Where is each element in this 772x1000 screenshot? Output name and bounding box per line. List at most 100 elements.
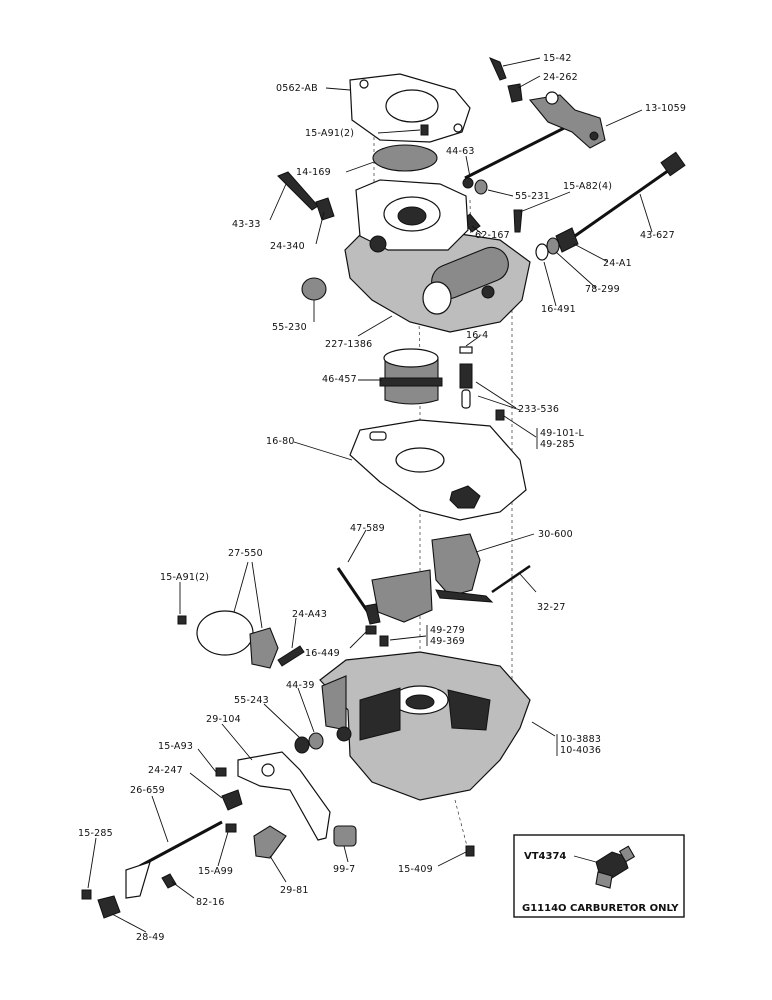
spring-part [277, 645, 305, 667]
callout-27-550: 27-550 [228, 548, 263, 559]
callout-28-49: 28-49 [136, 932, 165, 943]
cap-part [301, 277, 327, 301]
callout-82-16: 82-16 [196, 897, 225, 908]
callout-24-262: 24-262 [543, 72, 578, 83]
callout-10-4036: 10-4036 [560, 745, 601, 756]
callout-24-340: 24-340 [270, 241, 305, 252]
screw-part [513, 209, 523, 233]
flange-gasket [349, 73, 471, 143]
callout-15-a91-top: 15-A91(2) [305, 128, 354, 139]
washer-part [546, 237, 560, 255]
callout-55-243: 55-243 [234, 695, 269, 706]
callout-24-a1: 24-A1 [603, 258, 632, 269]
callout-78-299: 78-299 [585, 284, 620, 295]
jet-part [459, 363, 473, 409]
washer-part [365, 625, 377, 635]
callout-47-589: 47-589 [350, 523, 385, 534]
washer-part [474, 179, 488, 195]
callout-14-169: 14-169 [296, 167, 331, 178]
screw-part [277, 171, 335, 221]
venturi [379, 348, 443, 405]
callout-15-a99: 15-A99 [198, 866, 233, 877]
screw-part [489, 57, 507, 81]
callout-62-167: 62-167 [475, 230, 510, 241]
callout-15-409: 15-409 [398, 864, 433, 875]
throttle-body [344, 179, 531, 333]
callout-44-63: 44-63 [446, 146, 475, 157]
leader-lines [87, 57, 653, 933]
drain-plug [333, 825, 357, 847]
callout-30-600: 30-600 [538, 529, 573, 540]
throttle-shaft-lever [464, 91, 606, 180]
callout-15-285: 15-285 [78, 828, 113, 839]
bowl-gasket [349, 419, 527, 521]
throttle-plate [372, 144, 438, 172]
choke-bracket [237, 751, 331, 841]
washer-part [294, 736, 310, 754]
callout-43-627: 43-627 [640, 230, 675, 241]
callout-49-279: 49-279 [430, 625, 465, 636]
callout-13-1059: 13-1059 [645, 103, 686, 114]
washer-part [462, 177, 474, 189]
callout-15-a91-mid: 15-A91(2) [160, 572, 209, 583]
callout-227-1386: 227-1386 [325, 339, 372, 350]
float-assembly [371, 533, 494, 623]
jet-part [379, 635, 389, 647]
callout-44-39: 44-39 [286, 680, 315, 691]
callout-29-81: 29-81 [280, 885, 309, 896]
adjusting-needle [571, 151, 686, 240]
callout-43-33: 43-33 [232, 219, 261, 230]
callout-49-369: 49-369 [430, 636, 465, 647]
jet-part [495, 409, 505, 421]
callout-55-230: 55-230 [272, 322, 307, 333]
callout-233-536: 233-536 [518, 404, 559, 415]
spring-part [555, 227, 579, 253]
callout-15-a93: 15-A93 [158, 741, 193, 752]
callout-16-491: 16-491 [541, 304, 576, 315]
callout-0562-ab: 0562-AB [276, 83, 318, 94]
callout-15-a82: 15-A82(4) [563, 181, 612, 192]
spring-part [221, 789, 243, 811]
callout-32-27: 32-27 [537, 602, 566, 613]
nut-part [97, 895, 121, 919]
clip-part [161, 873, 177, 889]
callout-55-231: 55-231 [515, 191, 550, 202]
screw-part [465, 845, 475, 857]
axis-line [454, 799, 469, 851]
inset-box: VT4374 G1114O CARBURETOR ONLY [513, 834, 685, 918]
screw-part [177, 615, 187, 625]
fitting-part [595, 845, 636, 889]
fuel-bowl-body [319, 651, 531, 801]
choke-plate [196, 610, 254, 656]
screw-part [420, 124, 429, 136]
float-pin [491, 564, 531, 594]
washer-part [308, 732, 324, 750]
inlet-needle [336, 567, 381, 625]
callout-26-659: 26-659 [130, 785, 165, 796]
inset-part-label: VT4374 [524, 851, 566, 862]
callout-15-42: 15-42 [543, 53, 572, 64]
callout-29-104: 29-104 [206, 714, 241, 725]
choke-part [249, 627, 279, 669]
callout-49-101-l: 49-101-L [540, 428, 584, 439]
callout-24-247: 24-247 [148, 765, 183, 776]
callout-46-457: 46-457 [322, 374, 357, 385]
callout-16-80: 16-80 [266, 436, 295, 447]
callout-49-285: 49-285 [540, 439, 575, 450]
callout-99-7: 99-7 [333, 864, 355, 875]
swivel-part [253, 825, 287, 859]
spring-part [507, 83, 523, 103]
callout-10-3883: 10-3883 [560, 734, 601, 745]
screw-part [215, 767, 227, 777]
screw-part [225, 823, 237, 833]
screw-part [81, 889, 92, 900]
choke-shaft [125, 820, 223, 899]
callout-16-4: 16-4 [466, 330, 488, 341]
callout-24-a43: 24-A43 [292, 609, 327, 620]
inset-caption: G1114O CARBURETOR ONLY [522, 903, 679, 914]
callout-16-449: 16-449 [305, 648, 340, 659]
washer-part [459, 346, 473, 354]
gasket-part [535, 243, 549, 261]
